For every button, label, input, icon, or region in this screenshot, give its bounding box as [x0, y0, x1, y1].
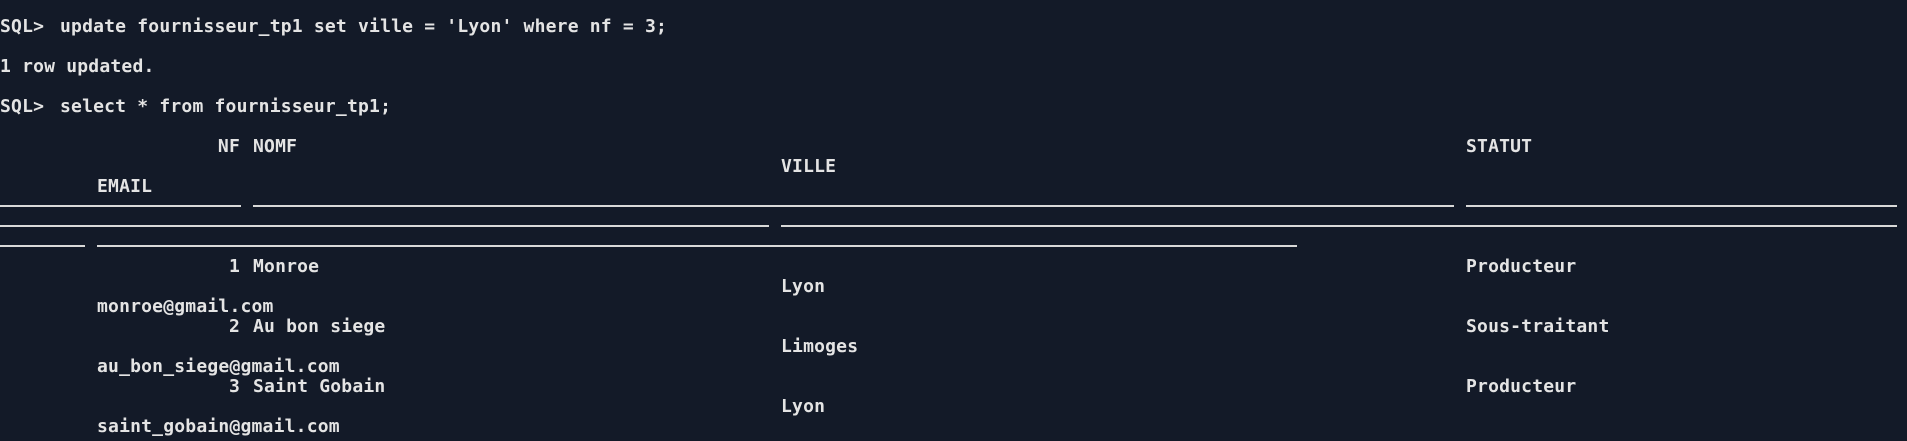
select-command: select * from fournisseur_tp1; — [60, 96, 392, 117]
separator-email — [97, 245, 1297, 247]
column-header-email: EMAIL — [97, 176, 153, 197]
sql-prompt: SQL> — [0, 96, 45, 117]
column-header-nf: NF — [217, 136, 240, 157]
row-2-nomf: Au bon siege — [253, 316, 386, 337]
sql-prompt: SQL> — [0, 16, 45, 37]
column-header-ville: VILLE — [781, 156, 837, 177]
row-2-nf: 2 — [228, 316, 240, 337]
update-feedback: 1 row updated. — [0, 56, 155, 77]
column-header-statut: STATUT — [1466, 136, 1533, 157]
row-3-email: saint_gobain@gmail.com — [97, 416, 340, 437]
update-command: update fournisseur_tp1 set ville = 'Lyon… — [60, 16, 668, 37]
row-1-statut: Producteur — [1466, 256, 1577, 277]
separator-statut — [1466, 205, 1897, 207]
row-2-email: au_bon_siege@gmail.com — [97, 356, 340, 377]
separator-nf — [0, 205, 241, 207]
separator-ville — [781, 225, 1897, 227]
row-3-statut: Producteur — [1466, 376, 1577, 397]
row-2-ville: Limoges — [781, 336, 859, 357]
row-1-ville: Lyon — [781, 276, 826, 297]
row-3-ville: Lyon — [781, 396, 826, 417]
row-1-email: monroe@gmail.com — [97, 296, 274, 317]
row-1-nomf: Monroe — [253, 256, 320, 277]
row-2-statut: Sous-traitant — [1466, 316, 1610, 337]
row-3-nf: 3 — [228, 376, 240, 397]
row-1-nf: 1 — [228, 256, 240, 277]
column-header-nomf: NOMF — [253, 136, 298, 157]
separator-nomf — [253, 205, 1454, 207]
separator-ville-wrap — [0, 225, 769, 227]
separator-wrap — [0, 245, 85, 247]
row-3-nomf: Saint Gobain — [253, 376, 386, 397]
